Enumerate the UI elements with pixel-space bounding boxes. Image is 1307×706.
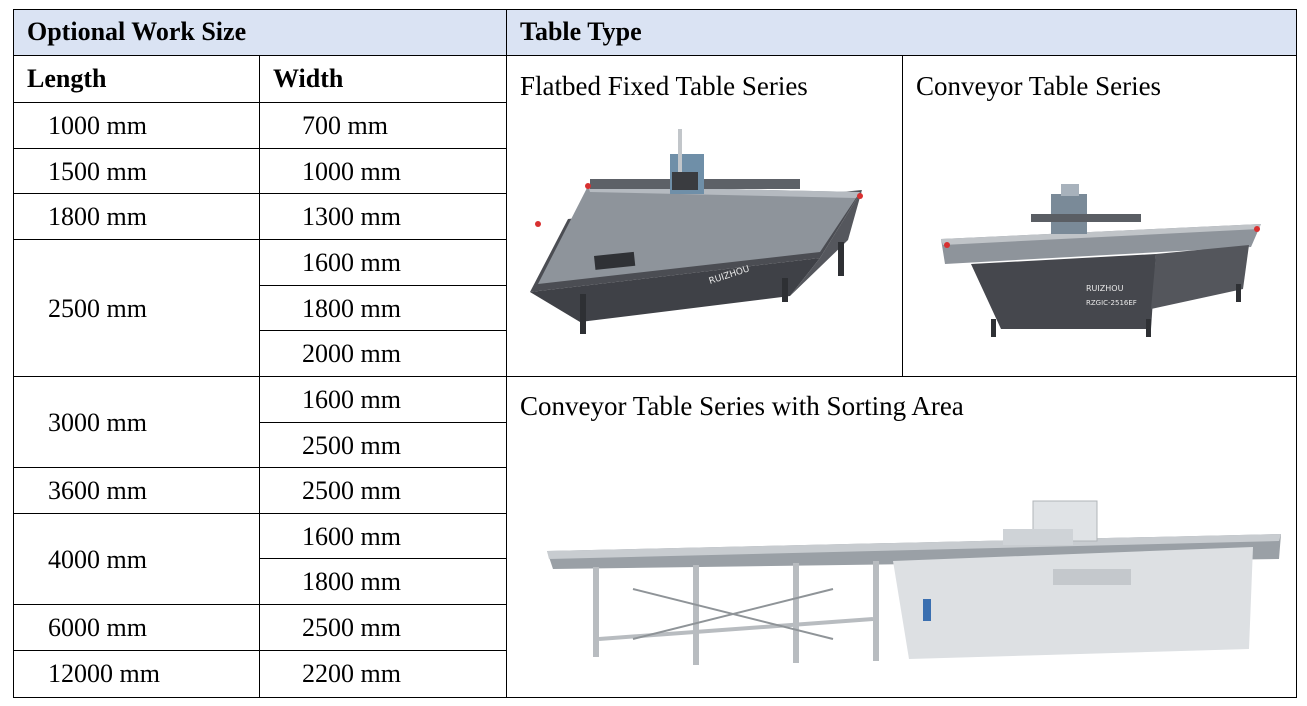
width-cell: 1600 mm — [302, 385, 401, 414]
width-cell: 2200 mm — [302, 659, 401, 688]
conveyor-brand-label: RUIZHOU — [1086, 284, 1124, 293]
conveyor-title: Conveyor Table Series — [916, 71, 1162, 101]
width-cell: 1800 mm — [302, 294, 401, 323]
length-cell: 6000 mm — [48, 613, 147, 642]
width-cell: 1300 mm — [302, 202, 401, 231]
sorting-area-title: Conveyor Table Series with Sorting Area — [520, 391, 964, 421]
work-size-header: Optional Work Size — [13, 9, 506, 55]
width-column-header: Width — [273, 64, 344, 93]
work-size-header-label: Optional Work Size — [27, 17, 247, 46]
width-cell: 2500 mm — [302, 431, 401, 460]
length-cell: 1000 mm — [48, 111, 147, 140]
length-cell: 12000 mm — [48, 659, 160, 688]
width-cell: 1800 mm — [302, 567, 401, 596]
spec-table: Optional Work Size Table Type Length Wid… — [13, 9, 1297, 698]
width-cell: 700 mm — [302, 111, 388, 140]
width-cell: 2500 mm — [302, 476, 401, 505]
length-cell: 1800 mm — [48, 202, 147, 231]
table-type-header: Table Type — [506, 9, 1297, 55]
width-cell: 1000 mm — [302, 157, 401, 186]
length-column-header: Length — [27, 64, 107, 93]
table-type-header-label: Table Type — [520, 17, 642, 46]
length-cell: 1500 mm — [48, 157, 147, 186]
length-cell: 3600 mm — [48, 476, 147, 505]
width-cell: 1600 mm — [302, 522, 401, 551]
width-cell: 2500 mm — [302, 613, 401, 642]
length-cell: 4000 mm — [48, 545, 147, 574]
length-cell: 3000 mm — [48, 408, 147, 437]
conveyor-machine-image: RUIZHOU RZGIC-2516EF — [931, 179, 1271, 341]
conveyor-model-label: RZGIC-2516EF — [1086, 299, 1137, 307]
flatbed-title: Flatbed Fixed Table Series — [520, 71, 808, 101]
width-cell: 2000 mm — [302, 339, 401, 368]
width-cell: 1600 mm — [302, 248, 401, 277]
length-cell: 2500 mm — [48, 294, 147, 323]
flatbed-machine-image: RUIZHOU — [520, 124, 882, 356]
sorting-conveyor-image — [533, 489, 1285, 689]
